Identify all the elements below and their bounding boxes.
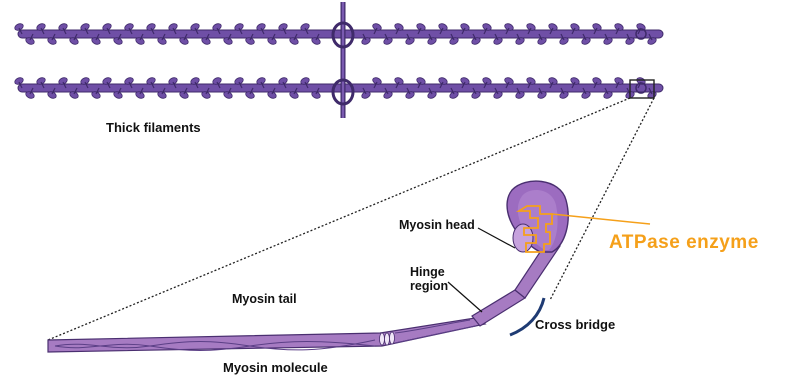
myosin-head-label: Myosin head <box>399 218 475 232</box>
m-line-connector <box>333 2 353 118</box>
hinge-region-label-line1: Hinge <box>410 265 445 279</box>
atpase-enzyme-label: ATPase enzyme <box>609 232 759 254</box>
hinge-region-label-line2: region <box>410 279 448 293</box>
myosin-molecule-label: Myosin molecule <box>223 360 328 375</box>
myosin-neck-shape <box>472 240 560 326</box>
myosin-tail-shape <box>48 318 485 352</box>
myosin-head-shape <box>507 181 568 252</box>
cross-bridge-label: Cross bridge <box>535 317 615 332</box>
thick-filaments-label: Thick filaments <box>106 120 201 135</box>
myosin-tail-label: Myosin tail <box>232 292 297 306</box>
